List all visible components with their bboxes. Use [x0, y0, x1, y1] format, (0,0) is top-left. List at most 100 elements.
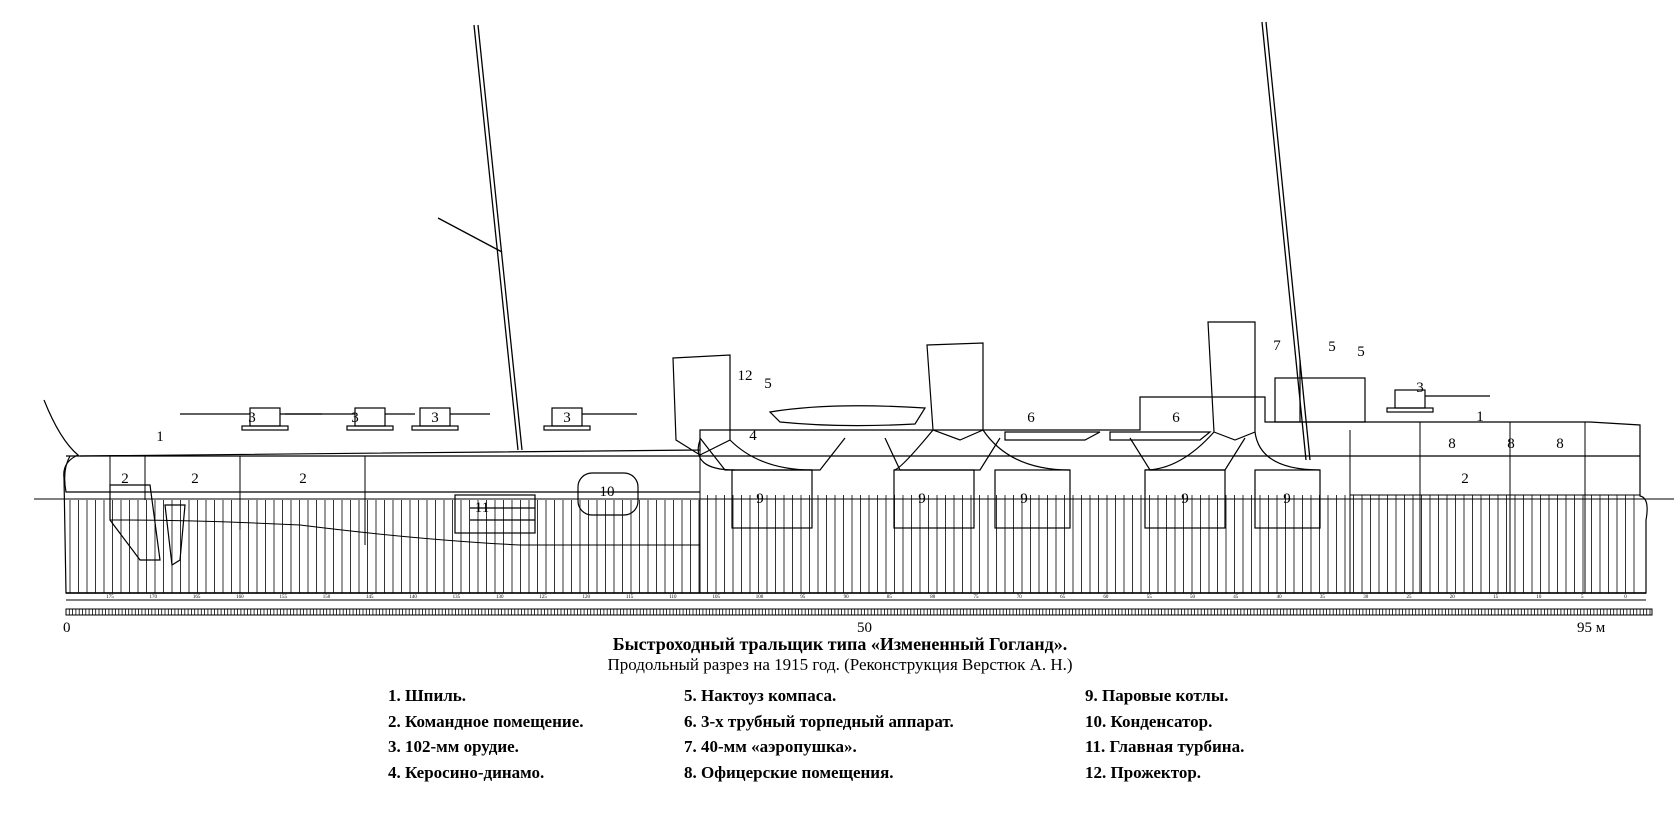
masts	[437, 21, 1311, 461]
main-mast	[1261, 21, 1311, 461]
frame-number: 75	[974, 595, 980, 600]
frame-number: 55	[1147, 595, 1153, 600]
legend-item: 8. Офицерские помещения.	[684, 762, 894, 782]
legend-item: 10. Конденсатор.	[1085, 711, 1213, 731]
callout-8: 8	[1448, 436, 1456, 452]
callout-4: 4	[749, 428, 757, 444]
frame-number: 70	[1017, 595, 1023, 600]
boilers	[699, 437, 1321, 529]
shaft-line	[109, 519, 700, 546]
callout-12: 12	[738, 368, 753, 384]
frame-number: 85	[887, 595, 893, 600]
frame-number: 5	[1581, 595, 1584, 600]
callout-3: 3	[563, 410, 571, 426]
legend-column-1: 1. Шпиль. 2. Командное помещение. 3. 102…	[388, 683, 583, 785]
frame-number: 150	[323, 595, 331, 600]
legend-item: 1. Шпиль.	[388, 686, 467, 705]
frame-number: 170	[150, 595, 158, 600]
callout-11: 11	[475, 500, 489, 516]
callout-5: 5	[1357, 344, 1365, 360]
funnel-1	[672, 354, 731, 456]
frame-number: 15	[1493, 595, 1499, 600]
callout-8: 8	[1507, 436, 1515, 452]
funnels	[672, 321, 1321, 471]
ships-boat	[768, 405, 927, 427]
callout-9: 9	[756, 491, 764, 507]
callout-10: 10	[600, 484, 615, 500]
callout-3: 3	[1416, 380, 1424, 396]
legend-item: 9. Паровые котлы.	[1085, 686, 1229, 705]
frame-number: 130	[496, 595, 504, 600]
hull-frames	[69, 495, 1635, 593]
frame-number: 105	[712, 595, 720, 600]
legend-item: 11. Главная турбина.	[1085, 737, 1245, 756]
scale-start-label: 0	[63, 620, 71, 636]
condenser	[577, 472, 639, 516]
callout-9: 9	[1020, 491, 1028, 507]
legend-item: 2. Командное помещение.	[388, 711, 584, 731]
callout-1: 1	[1476, 409, 1484, 425]
frame-number: 175	[106, 595, 114, 600]
frame-number: 165	[193, 595, 201, 600]
torpedo-tubes	[1004, 431, 1212, 441]
frame-number: 115	[626, 595, 634, 600]
frame-number: 140	[409, 595, 417, 600]
frame-number: 95	[800, 595, 806, 600]
callout-6: 6	[1172, 410, 1180, 426]
frame-number: 100	[756, 595, 764, 600]
frame-number: 25	[1407, 595, 1413, 600]
main-turbine	[454, 494, 536, 534]
frame-number: 65	[1060, 595, 1066, 600]
legend-item: 3. 102-мм орудие.	[388, 737, 519, 756]
callout-9: 9	[1283, 491, 1291, 507]
scale-bar-ticks	[65, 609, 1651, 615]
bridge	[1274, 360, 1366, 423]
hull-outline	[43, 396, 1648, 594]
frame-number: 45	[1233, 595, 1239, 600]
frame-number: 155	[279, 595, 287, 600]
callout-8: 8	[1556, 436, 1564, 452]
scale-mid-label: 50	[857, 620, 872, 636]
frame-number: 160	[236, 595, 244, 600]
legend-column-2: 5. Нактоуз компаса. 6. 3-х трубный торпе…	[684, 683, 954, 785]
frame-number: 35	[1320, 595, 1326, 600]
callout-3: 3	[248, 410, 256, 426]
frame-number: 60	[1103, 595, 1109, 600]
callout-3: 3	[351, 410, 359, 426]
frame-number: 110	[669, 595, 677, 600]
frame-number: 40	[1277, 595, 1283, 600]
frame-number: 90	[844, 595, 850, 600]
guns	[180, 389, 1490, 431]
frame-number: 20	[1450, 595, 1456, 600]
frame-number: 135	[453, 595, 461, 600]
frame-number: 30	[1363, 595, 1369, 600]
drawing-subtitle: Продольный разрез на 1915 год. (Реконстр…	[607, 655, 1073, 674]
callout-5: 5	[1328, 339, 1336, 355]
funnel-2	[926, 342, 984, 441]
legend-item: 4. Керосино-динамо.	[388, 762, 545, 782]
callout-1: 1	[156, 429, 164, 445]
funnel-3	[1207, 321, 1256, 441]
frame-number: 80	[930, 595, 936, 600]
frame-number: 0	[1624, 595, 1627, 600]
legend-column-3: 9. Паровые котлы. 10. Конденсатор. 11. Г…	[1085, 683, 1244, 785]
aft-deck-line	[64, 455, 700, 493]
callout-9: 9	[1181, 491, 1189, 507]
frame-number: 125	[539, 595, 547, 600]
callout-7: 7	[1273, 338, 1281, 354]
rudder	[164, 504, 186, 567]
fore-mast	[473, 24, 523, 451]
frame-number: 10	[1536, 595, 1542, 600]
callout-5: 5	[764, 376, 772, 392]
frame-number: 145	[366, 595, 374, 600]
callout-2: 2	[1461, 471, 1469, 487]
legend-item: 6. 3-х трубный торпедный аппарат.	[684, 711, 954, 731]
machinery	[454, 472, 639, 534]
drawing-title: Быстроходный тральщик типа «Измененный Г…	[612, 634, 1068, 654]
callout-2: 2	[299, 471, 307, 487]
callout-9: 9	[918, 491, 926, 507]
legend-item: 7. 40-мм «аэропушка».	[684, 737, 857, 756]
scale-end-label: 95 м	[1577, 620, 1606, 636]
